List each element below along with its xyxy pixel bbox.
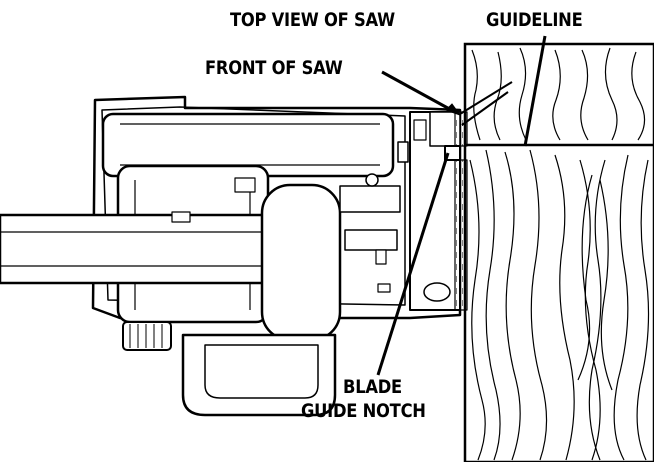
pointer-lines — [376, 35, 547, 376]
label-guideline: GUIDELINE — [486, 9, 583, 31]
saw-body — [0, 95, 468, 417]
rear-handle — [181, 333, 337, 417]
saw-handle-bar — [0, 213, 277, 285]
label-guide-notch: GUIDE NOTCH — [301, 400, 426, 422]
label-front-of-saw: FRONT OF SAW — [205, 57, 343, 79]
blade-guide-notch — [444, 145, 461, 161]
saw-grip — [260, 183, 342, 342]
wood-board — [463, 42, 654, 462]
depth-knob — [122, 321, 172, 351]
label-top-view: TOP VIEW OF SAW — [230, 9, 395, 31]
label-blade: BLADE — [343, 376, 402, 398]
wood-grain-lower — [469, 149, 650, 461]
